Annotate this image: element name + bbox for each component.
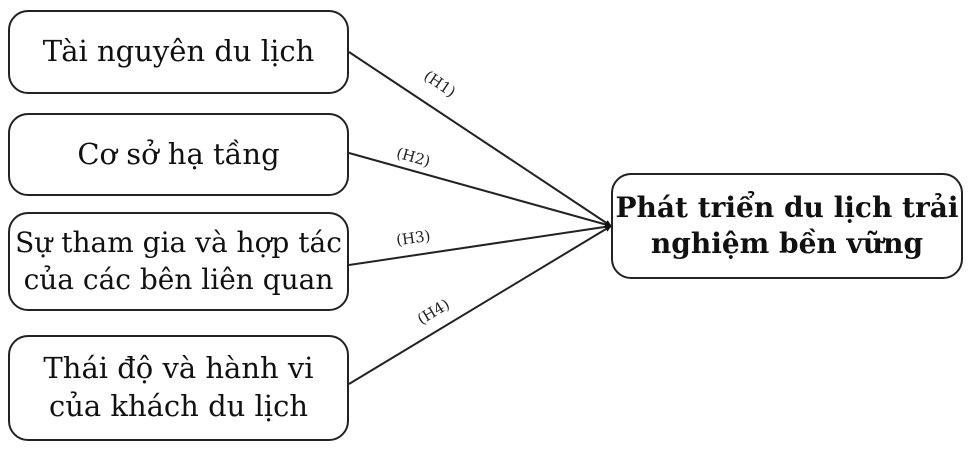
arrow-h4	[348, 225, 612, 385]
factor-text: Thái độ và hành vi	[43, 351, 314, 386]
factor-box-tourist-attitude: Thái độ và hành vi của khách du lịch	[8, 335, 349, 441]
label-h1: (H1)	[421, 67, 460, 101]
factor-text: Tài nguyên du lịch	[42, 34, 315, 69]
factor-box-stakeholder-participation: Sự tham gia và hợp tác của các bên liên …	[8, 212, 349, 311]
target-text: nghiệm bền vững	[650, 227, 924, 260]
factor-text: Sự tham gia và hợp tác	[15, 226, 342, 260]
arrow-h3	[348, 223, 612, 266]
target-text: Phát triển du lịch trải	[615, 190, 959, 224]
arrow-h2	[348, 152, 612, 228]
factor-text: của các bên liên quan	[23, 262, 334, 296]
factor-box-tourism-resources: Tài nguyên du lịch	[8, 10, 349, 94]
arrow-h1	[348, 51, 612, 227]
factor-box-infrastructure: Cơ sở hạ tầng	[8, 113, 349, 196]
factor-text: của khách du lịch	[48, 389, 309, 423]
factor-text: Cơ sở hạ tầng	[77, 136, 280, 171]
target-box-sustainable-experiential-tourism: Phát triển du lịch trải nghiệm bền vững	[611, 173, 963, 279]
label-h4: (H4)	[414, 295, 453, 328]
label-h3: (H3)	[395, 227, 432, 250]
